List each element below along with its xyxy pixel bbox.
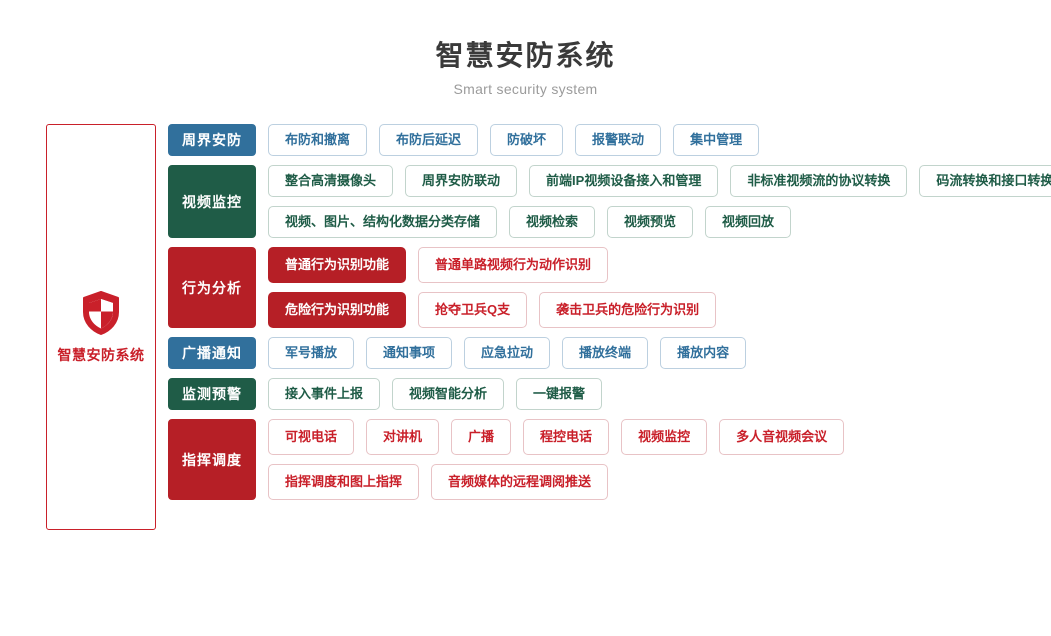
feature-rows: 可视电话对讲机广播程控电话视频监控多人音视频会议指挥调度和图上指挥音频媒体的远程… [268, 419, 1051, 500]
feature-chip[interactable]: 非标准视频流的协议转换 [730, 165, 908, 197]
page-header: 智慧安防系统 Smart security system [0, 0, 1051, 97]
category-label-广播通知[interactable]: 广播通知 [168, 337, 256, 369]
feature-chip[interactable]: 防破坏 [490, 124, 564, 156]
category-label-行为分析[interactable]: 行为分析 [168, 247, 256, 328]
feature-chip[interactable]: 视频、图片、结构化数据分类存储 [268, 206, 498, 238]
feature-chip[interactable]: 通知事项 [366, 337, 453, 369]
feature-chip[interactable]: 军号播放 [268, 337, 355, 369]
feature-chip[interactable]: 抢夺卫兵Q支 [418, 292, 528, 328]
feature-chip[interactable]: 视频智能分析 [392, 378, 505, 410]
feature-row: 布防和撤离布防后延迟防破坏报警联动集中管理 [268, 124, 1051, 156]
feature-chip[interactable]: 整合高清摄像头 [268, 165, 394, 197]
feature-chip[interactable]: 普通单路视频行为动作识别 [418, 247, 609, 283]
system-panel-label: 智慧安防系统 [57, 346, 145, 363]
feature-chip[interactable]: 危险行为识别功能 [268, 292, 407, 328]
group-list: 周界安防布防和撤离布防后延迟防破坏报警联动集中管理视频监控整合高清摄像头周界安防… [168, 124, 1051, 509]
category-group: 行为分析普通行为识别功能普通单路视频行为动作识别危险行为识别功能抢夺卫兵Q支袭击… [168, 247, 1051, 328]
category-group: 广播通知军号播放通知事项应急拉动播放终端播放内容 [168, 337, 1051, 369]
feature-chip[interactable]: 播放终端 [562, 337, 649, 369]
feature-chip[interactable]: 接入事件上报 [268, 378, 381, 410]
feature-rows: 普通行为识别功能普通单路视频行为动作识别危险行为识别功能抢夺卫兵Q支袭击卫兵的危… [268, 247, 1051, 328]
feature-chip[interactable]: 广播 [451, 419, 512, 455]
shield-icon [81, 290, 121, 336]
feature-chip[interactable]: 集中管理 [673, 124, 760, 156]
feature-chip[interactable]: 普通行为识别功能 [268, 247, 407, 283]
feature-row: 可视电话对讲机广播程控电话视频监控多人音视频会议 [268, 419, 1051, 455]
category-label-视频监控[interactable]: 视频监控 [168, 165, 256, 238]
page-subtitle: Smart security system [453, 81, 598, 97]
category-group: 监测预警接入事件上报视频智能分析一键报警 [168, 378, 1051, 410]
architecture-diagram: 智慧安防系统 周界安防布防和撤离布防后延迟防破坏报警联动集中管理视频监控整合高清… [0, 124, 1051, 530]
feature-chip[interactable]: 布防后延迟 [379, 124, 479, 156]
feature-row: 危险行为识别功能抢夺卫兵Q支袭击卫兵的危险行为识别 [268, 292, 1051, 328]
system-panel: 智慧安防系统 [46, 124, 156, 530]
feature-chip[interactable]: 播放内容 [660, 337, 747, 369]
feature-chip[interactable]: 一键报警 [516, 378, 603, 410]
feature-rows: 布防和撤离布防后延迟防破坏报警联动集中管理 [268, 124, 1051, 156]
feature-row: 视频、图片、结构化数据分类存储视频检索视频预览视频回放 [268, 206, 1051, 238]
feature-row: 整合高清摄像头周界安防联动前端IP视频设备接入和管理非标准视频流的协议转换码流转… [268, 165, 1051, 197]
feature-chip[interactable]: 多人音视频会议 [719, 419, 845, 455]
feature-chip[interactable]: 视频回放 [705, 206, 792, 238]
category-label-周界安防[interactable]: 周界安防 [168, 124, 256, 156]
category-label-监测预警[interactable]: 监测预警 [168, 378, 256, 410]
feature-chip[interactable]: 对讲机 [366, 419, 440, 455]
page-title: 智慧安防系统 [435, 40, 616, 71]
feature-chip[interactable]: 袭击卫兵的危险行为识别 [539, 292, 717, 328]
feature-chip[interactable]: 前端IP视频设备接入和管理 [529, 165, 719, 197]
feature-chip[interactable]: 视频检索 [509, 206, 596, 238]
feature-row: 军号播放通知事项应急拉动播放终端播放内容 [268, 337, 1051, 369]
feature-chip[interactable]: 音频媒体的远程调阅推送 [431, 464, 609, 500]
category-group: 周界安防布防和撤离布防后延迟防破坏报警联动集中管理 [168, 124, 1051, 156]
feature-rows: 军号播放通知事项应急拉动播放终端播放内容 [268, 337, 1051, 369]
feature-chip[interactable]: 视频监控 [621, 419, 708, 455]
category-group: 指挥调度可视电话对讲机广播程控电话视频监控多人音视频会议指挥调度和图上指挥音频媒… [168, 419, 1051, 500]
category-group: 视频监控整合高清摄像头周界安防联动前端IP视频设备接入和管理非标准视频流的协议转… [168, 165, 1051, 238]
feature-chip[interactable]: 码流转换和接口转换 [919, 165, 1051, 197]
feature-chip[interactable]: 报警联动 [575, 124, 662, 156]
category-label-指挥调度[interactable]: 指挥调度 [168, 419, 256, 500]
feature-chip[interactable]: 可视电话 [268, 419, 355, 455]
feature-rows: 整合高清摄像头周界安防联动前端IP视频设备接入和管理非标准视频流的协议转换码流转… [268, 165, 1051, 238]
feature-chip[interactable]: 视频预览 [607, 206, 694, 238]
feature-rows: 接入事件上报视频智能分析一键报警 [268, 378, 1051, 410]
feature-chip[interactable]: 指挥调度和图上指挥 [268, 464, 420, 500]
feature-chip[interactable]: 应急拉动 [464, 337, 551, 369]
feature-row: 普通行为识别功能普通单路视频行为动作识别 [268, 247, 1051, 283]
feature-chip[interactable]: 布防和撤离 [268, 124, 368, 156]
feature-chip[interactable]: 周界安防联动 [405, 165, 518, 197]
feature-row: 指挥调度和图上指挥音频媒体的远程调阅推送 [268, 464, 1051, 500]
feature-row: 接入事件上报视频智能分析一键报警 [268, 378, 1051, 410]
feature-chip[interactable]: 程控电话 [523, 419, 610, 455]
